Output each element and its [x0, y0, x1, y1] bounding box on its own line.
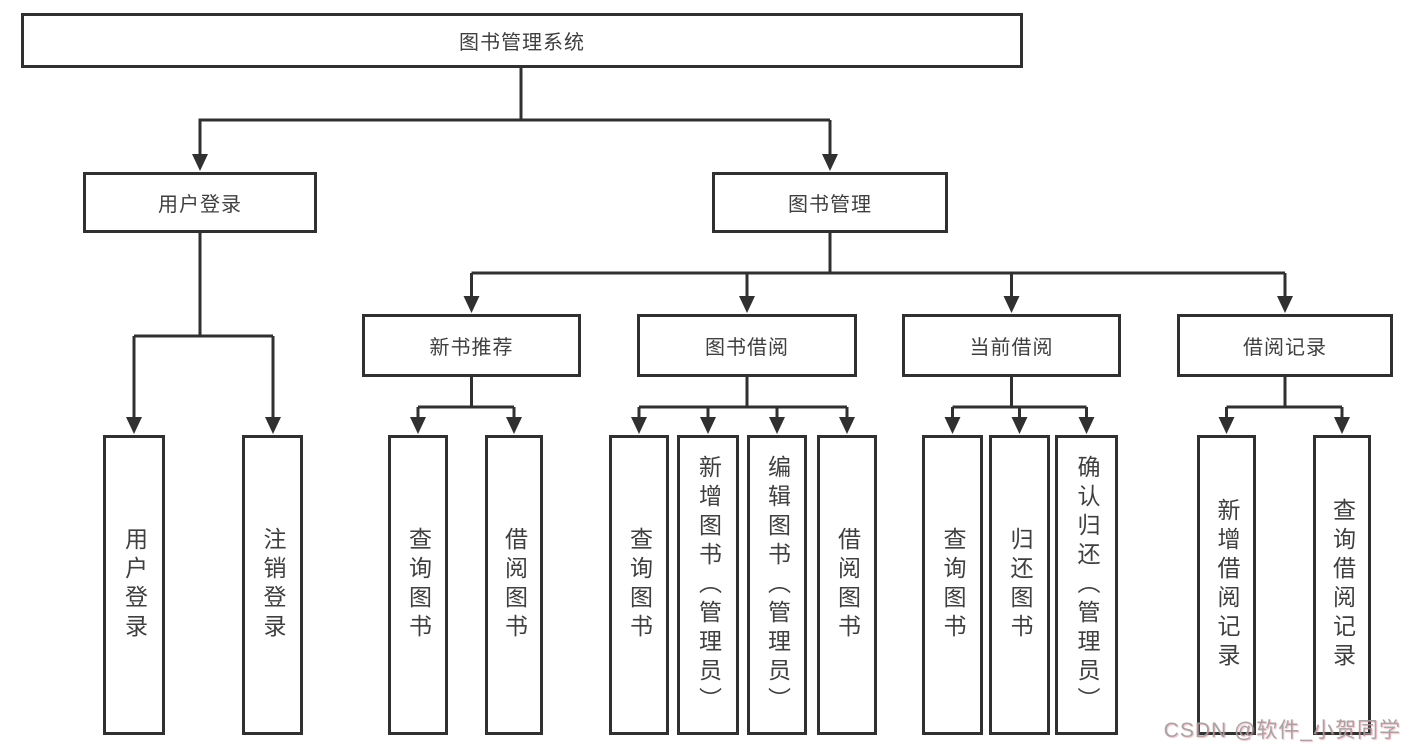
leaf-label: 查询图书 [626, 527, 653, 643]
arrow-down-icon [1003, 296, 1020, 313]
node-user-login: 用户登录 [83, 172, 317, 233]
connector-login-to-leaves [132, 233, 275, 420]
node-new-book-recommendation: 新书推荐 [362, 314, 581, 377]
leaf-logout: 注销登录 [242, 435, 303, 735]
arrow-down-icon [700, 417, 716, 434]
arrow-down-icon [739, 296, 755, 313]
leaf-label: 新增图书（管理员） [695, 454, 722, 716]
node-label: 当前借阅 [969, 337, 1054, 359]
arrow-down-icon [506, 417, 522, 434]
leaf-user-login: 用户登录 [103, 435, 165, 735]
arrow-down-icon [1078, 417, 1095, 434]
leaf-edit-book-admin: 编辑图书（管理员） [747, 435, 807, 735]
node-book-management: 图书管理 [712, 172, 948, 233]
leaf-query-books-recommend: 查询图书 [388, 435, 448, 735]
connector-borrowing-to-leaves [637, 377, 849, 420]
arrow-down-icon [1011, 417, 1028, 434]
leaf-label: 编辑图书（管理员） [764, 454, 791, 716]
node-label: 用户登录 [158, 194, 242, 216]
arrow-down-icon [265, 417, 281, 434]
node-label: 图书管理 [788, 194, 872, 216]
node-label: 图书借阅 [705, 337, 789, 359]
leaf-confirm-return-admin: 确认归还（管理员） [1055, 435, 1118, 735]
csdn-watermark: CSDN @软件_小贺同学 [1163, 719, 1401, 742]
leaf-label: 新增借阅记录 [1214, 498, 1240, 672]
node-label: 借阅记录 [1243, 337, 1327, 359]
connector-recommend-to-leaves [416, 377, 516, 420]
arrow-down-icon [192, 154, 208, 171]
leaf-label: 注销登录 [260, 527, 286, 643]
node-book-borrowing: 图书借阅 [637, 314, 857, 377]
connector-bookmgmt-to-level3 [470, 233, 1287, 299]
arrow-down-icon [1218, 417, 1235, 434]
arrow-down-icon [822, 154, 838, 171]
arrow-down-icon [944, 417, 961, 434]
node-current-borrowing: 当前借阅 [902, 314, 1121, 377]
leaf-borrow-books-recommend: 借阅图书 [485, 435, 543, 735]
leaf-query-books-current: 查询图书 [922, 435, 983, 735]
leaf-label: 查询图书 [940, 527, 966, 643]
leaf-label: 查询图书 [405, 527, 432, 643]
connector-root-to-level2 [198, 68, 832, 157]
leaf-label: 借阅图书 [834, 527, 861, 643]
arrow-down-icon [839, 417, 855, 434]
connector-current-to-leaves [951, 377, 1088, 420]
leaf-label: 用户登录 [121, 527, 148, 643]
leaf-label: 借阅图书 [501, 527, 528, 643]
leaf-add-borrow-record: 新增借阅记录 [1197, 435, 1256, 735]
arrow-down-icon [126, 417, 142, 434]
arrow-down-icon [410, 417, 426, 434]
connector-records-to-leaves [1225, 377, 1344, 420]
leaf-label: 确认归还（管理员） [1074, 454, 1100, 716]
arrow-down-icon [631, 417, 647, 434]
node-label: 图书管理系统 [459, 32, 585, 54]
node-label: 新书推荐 [429, 337, 514, 359]
leaf-borrow-books-borrowing: 借阅图书 [817, 435, 877, 735]
leaf-query-borrow-record: 查询借阅记录 [1313, 435, 1371, 735]
leaf-return-books: 归还图书 [989, 435, 1050, 735]
arrow-down-icons [126, 154, 1350, 434]
leaf-label: 归还图书 [1007, 527, 1033, 643]
arrow-down-icon [1334, 417, 1350, 434]
arrow-down-icon [769, 417, 785, 434]
arrow-down-icon [1277, 296, 1293, 313]
leaf-add-book-admin: 新增图书（管理员） [677, 435, 739, 735]
node-library-management-system: 图书管理系统 [21, 13, 1023, 68]
leaf-label: 查询借阅记录 [1329, 498, 1356, 672]
node-borrowing-records: 借阅记录 [1177, 314, 1393, 377]
leaf-query-books-borrowing: 查询图书 [609, 435, 669, 735]
arrow-down-icon [463, 296, 480, 313]
